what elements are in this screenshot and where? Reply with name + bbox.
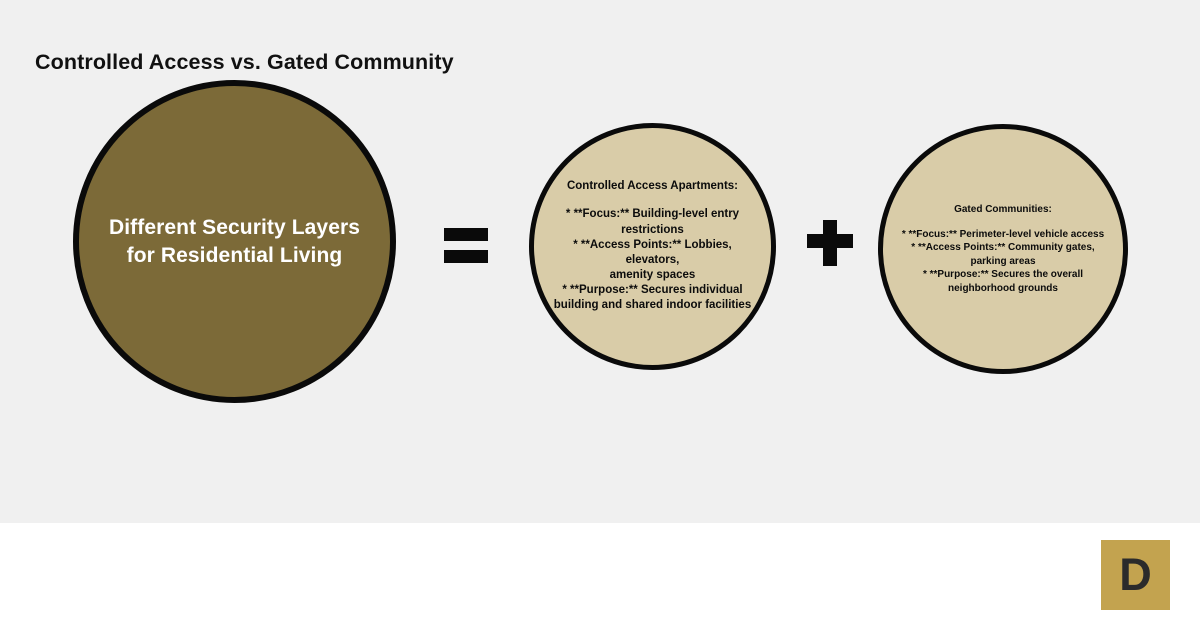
- term-a-line-6: building and shared indoor facilities: [553, 299, 752, 312]
- term-a-lines: * **Focus:** Building-level entry restri…: [548, 207, 757, 313]
- result-title-line-1: Different Security Layers: [108, 215, 361, 239]
- plus-horizontal-stem: [807, 234, 853, 248]
- plus-operator-icon: [801, 214, 859, 272]
- term-a-line-5: * **Purpose:** Secures individual: [562, 284, 743, 297]
- term-circle-gated-community: Gated Communities: * **Focus:** Perimete…: [878, 124, 1128, 374]
- diagram-canvas: Different Security Layers for Residentia…: [0, 0, 1200, 523]
- term-b-lines: * **Focus:** Perimeter-level vehicle acc…: [902, 228, 1104, 296]
- term-b-line-4: * **Purpose:** Secures the overall: [922, 269, 1084, 281]
- term-a-line-3: * **Access Points:** Lobbies, elevators,: [573, 238, 732, 266]
- term-b-line-1: * **Focus:** Perimeter-level vehicle acc…: [901, 228, 1105, 240]
- term-a-content: Controlled Access Apartments: * **Focus:…: [534, 179, 771, 313]
- term-b-heading: Gated Communities:: [954, 203, 1052, 215]
- equals-operator-icon: [437, 214, 495, 272]
- term-b-content: Gated Communities: * **Focus:** Perimete…: [888, 203, 1118, 296]
- term-b-line-2: * **Access Points:** Community gates,: [911, 242, 1095, 254]
- concept-equation: Different Security Layers for Residentia…: [73, 80, 1128, 403]
- term-circle-controlled-access: Controlled Access Apartments: * **Focus:…: [529, 123, 776, 370]
- result-circle: Different Security Layers for Residentia…: [73, 80, 396, 403]
- footer-bar: [0, 523, 1200, 630]
- brand-logo-letter: D: [1119, 548, 1152, 600]
- page-title: Controlled Access vs. Gated Community: [35, 50, 454, 74]
- brand-logo: D: [1101, 540, 1170, 610]
- equals-bar-top: [444, 228, 488, 241]
- result-title-line-2: for Residential Living: [126, 243, 343, 267]
- term-a-line-1: * **Focus:** Building-level entry: [565, 208, 740, 221]
- term-b-line-5: neighborhood grounds: [948, 282, 1058, 294]
- term-b-line-3: parking areas: [970, 255, 1036, 267]
- term-a-line-2: restrictions: [621, 223, 684, 236]
- term-a-line-4: amenity spaces: [609, 269, 696, 282]
- term-a-heading: Controlled Access Apartments:: [566, 180, 739, 193]
- equals-bar-bottom: [444, 250, 488, 263]
- result-circle-title: Different Security Layers for Residentia…: [83, 214, 386, 269]
